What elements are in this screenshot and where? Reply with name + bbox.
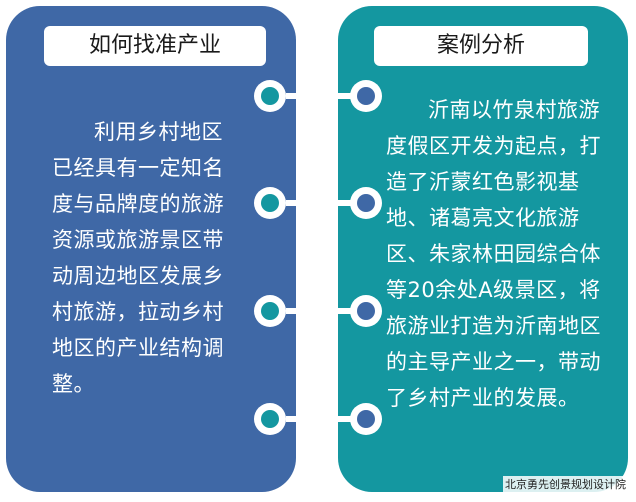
left-card-title: 如何找准产业 — [44, 26, 266, 66]
connector-line-2 — [286, 200, 358, 206]
left-ring-1 — [254, 80, 286, 112]
connector-line-4 — [286, 416, 358, 422]
left-card: 如何找准产业 利用乡村地区已经具有一定知名度与品牌度的旅游资源或旅游景区带动周边… — [6, 6, 296, 492]
right-ring-2 — [350, 187, 382, 219]
left-ring-2 — [254, 187, 286, 219]
left-ring-3 — [254, 295, 286, 327]
right-card-body: 沂南以竹泉村旅游度假区开发为起点，打造了沂蒙红色影视基地、诸葛亮文化旅游区、朱家… — [386, 98, 601, 410]
left-card-body: 利用乡村地区已经具有一定知名度与品牌度的旅游资源或旅游景区带动周边地区发展乡村旅… — [52, 120, 224, 396]
watermark-text: 北京勇先创景规划设计院 — [503, 476, 628, 492]
connector-line-1 — [286, 93, 358, 99]
left-ring-4 — [254, 403, 286, 435]
right-ring-4 — [350, 403, 382, 435]
right-card: 案例分析 沂南以竹泉村旅游度假区开发为起点，打造了沂蒙红色影视基地、诸葛亮文化旅… — [338, 6, 628, 492]
right-card-title: 案例分析 — [374, 26, 588, 66]
right-ring-1 — [350, 80, 382, 112]
connector-line-3 — [286, 308, 358, 314]
right-ring-3 — [350, 295, 382, 327]
